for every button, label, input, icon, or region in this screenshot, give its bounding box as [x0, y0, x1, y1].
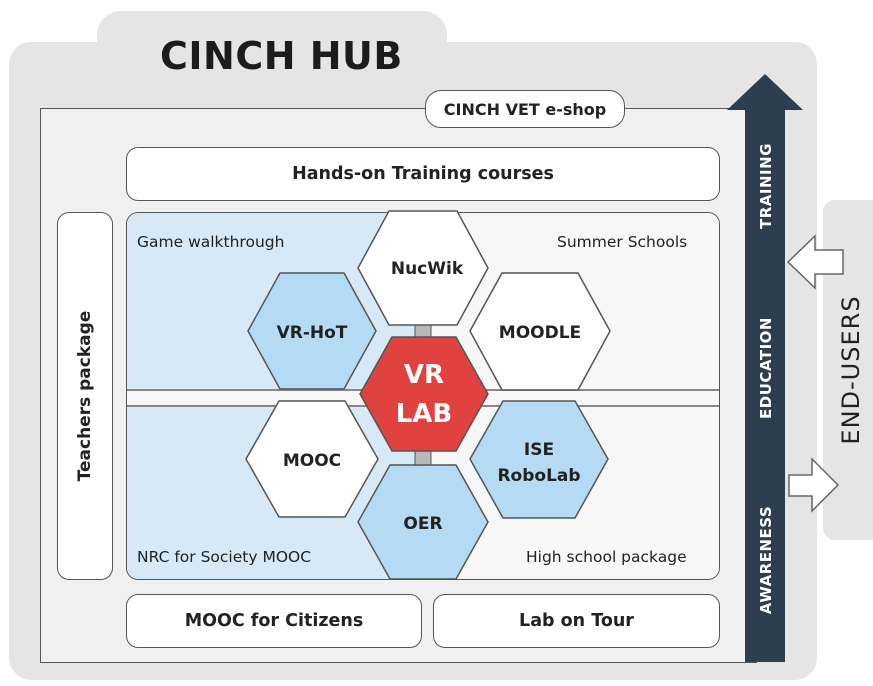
- arrow-label-awareness: AWARENESS: [757, 506, 775, 614]
- hex-oer: [357, 464, 489, 580]
- mooc-citizens-label: MOOC for Citizens: [184, 611, 364, 631]
- corner-label-high-school-package: High school package: [526, 548, 687, 566]
- hands-on-training-bar: Hands-on Training courses: [126, 147, 720, 201]
- hub-title: CINCH HUB: [160, 34, 403, 78]
- arrow-label-training: TRAINING: [757, 143, 775, 229]
- progression-arrow: [727, 74, 803, 662]
- corner-label-game-walkthrough: Game walkthrough: [137, 233, 285, 251]
- hex-oer-label: OER: [403, 514, 442, 534]
- hex-robolab-label: RoboLab: [497, 466, 580, 486]
- corner-label-summer-schools: Summer Schools: [557, 233, 688, 251]
- hex-mooc-label: MOOC: [283, 451, 341, 471]
- teachers-package-bar: Teachers package: [57, 212, 113, 580]
- arrow-label-education: EDUCATION: [757, 317, 775, 419]
- lab-on-tour-bar: Lab on Tour: [433, 594, 720, 648]
- arrow-left-outline-icon: [786, 234, 844, 290]
- hands-on-training-label: Hands-on Training courses: [292, 164, 554, 184]
- hex-vr-lab-line2: LAB: [396, 399, 453, 429]
- eshop-label: CINCH VET e-shop: [425, 90, 625, 128]
- hex-ise-robolab: [469, 400, 609, 519]
- corner-label-nrc-society-mooc: NRC for Society MOOC: [137, 548, 312, 566]
- hex-ise-label: ISE: [524, 440, 554, 460]
- hex-vr-lab: [359, 336, 489, 452]
- hex-nucwik-label: NucWik: [391, 259, 464, 279]
- mooc-citizens-bar: MOOC for Citizens: [126, 594, 422, 648]
- hex-moodle: [469, 272, 611, 391]
- hex-vr-lab-line1: VR: [404, 360, 444, 390]
- hex-mooc: [245, 400, 379, 518]
- hex-vr-hot: [247, 272, 377, 390]
- arrow-right-outline-icon: [788, 457, 840, 513]
- hex-nucwik: [357, 210, 489, 326]
- lab-on-tour-label: Lab on Tour: [519, 611, 634, 631]
- connector-bottom: [414, 449, 432, 467]
- hex-vr-hot-label: VR-HoT: [277, 323, 348, 343]
- hex-moodle-label: MOODLE: [499, 323, 581, 343]
